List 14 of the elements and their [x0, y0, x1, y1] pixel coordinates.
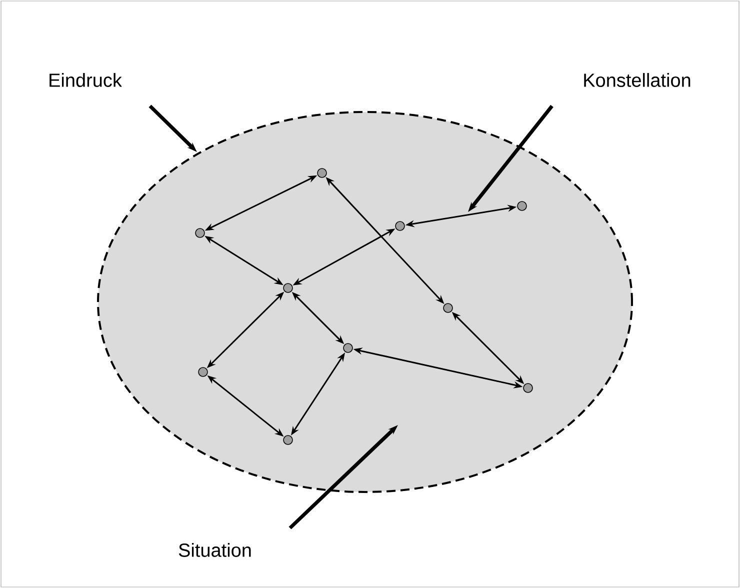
point-marker — [198, 367, 208, 377]
label-text: Konstellation — [584, 73, 690, 87]
point-marker — [443, 303, 453, 313]
point-marker — [283, 435, 293, 445]
point-marker — [283, 283, 293, 293]
point-marker — [195, 228, 205, 238]
point-marker — [317, 168, 327, 178]
label-text: Eindruck — [50, 73, 122, 87]
point-marker — [395, 221, 405, 231]
point-marker — [523, 383, 533, 393]
dashed-ellipse — [97, 111, 633, 493]
point-marker — [517, 201, 527, 211]
label-text: Situation — [178, 543, 251, 557]
point-marker — [343, 343, 353, 353]
